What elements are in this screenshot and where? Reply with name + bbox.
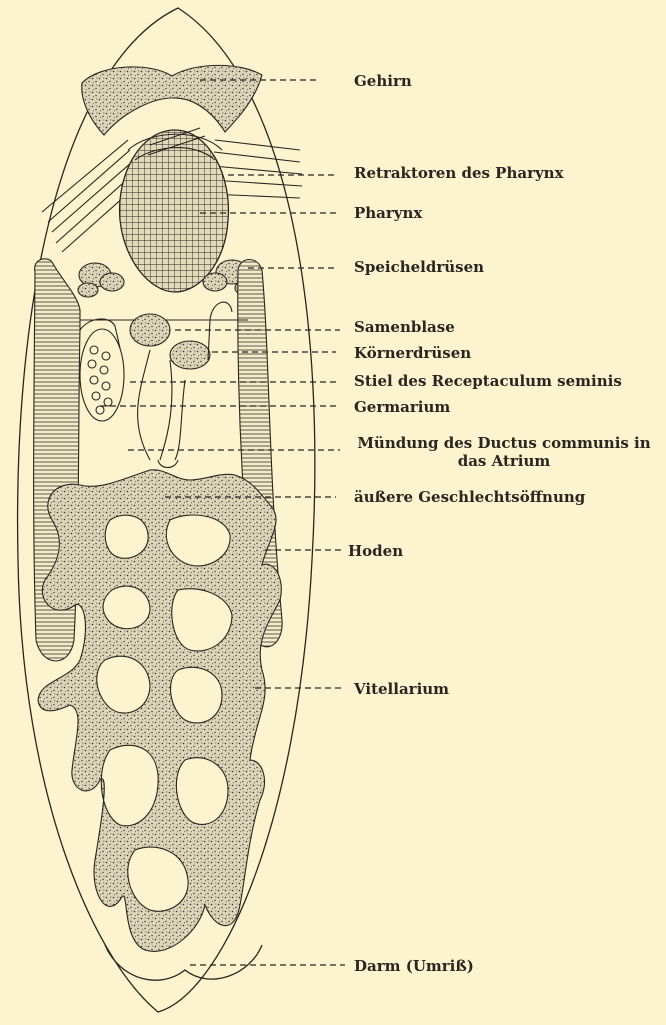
pharynx-shape	[120, 128, 229, 292]
label-vitellarium: Vitellarium	[354, 680, 449, 698]
label-pharynx: Pharynx	[354, 204, 422, 222]
label-geschlechtsoeffnung: äußere Geschlechtsöffnung	[354, 488, 585, 506]
label-germarium: Germarium	[354, 398, 450, 416]
label-koernerdruesen: Körnerdrüsen	[354, 344, 471, 362]
label-hoden: Hoden	[348, 542, 403, 560]
label-darm: Darm (Umriß)	[354, 957, 474, 975]
label-muendung-line2: das Atrium	[354, 452, 654, 470]
label-gehirn: Gehirn	[354, 72, 412, 90]
label-samenblase: Samenblase	[354, 318, 455, 336]
gut-outline	[105, 945, 262, 980]
label-muendung-line1: Mündung des Ductus communis in	[357, 434, 650, 452]
brain-shape	[82, 65, 262, 135]
label-stiel: Stiel des Receptaculum seminis	[354, 372, 622, 390]
label-speicheldruesen: Speicheldrüsen	[354, 258, 484, 276]
reproductive-organs	[80, 302, 248, 467]
label-retraktoren: Retraktoren des Pharynx	[354, 164, 564, 182]
label-muendung: Mündung des Ductus communis in das Atriu…	[354, 434, 654, 470]
